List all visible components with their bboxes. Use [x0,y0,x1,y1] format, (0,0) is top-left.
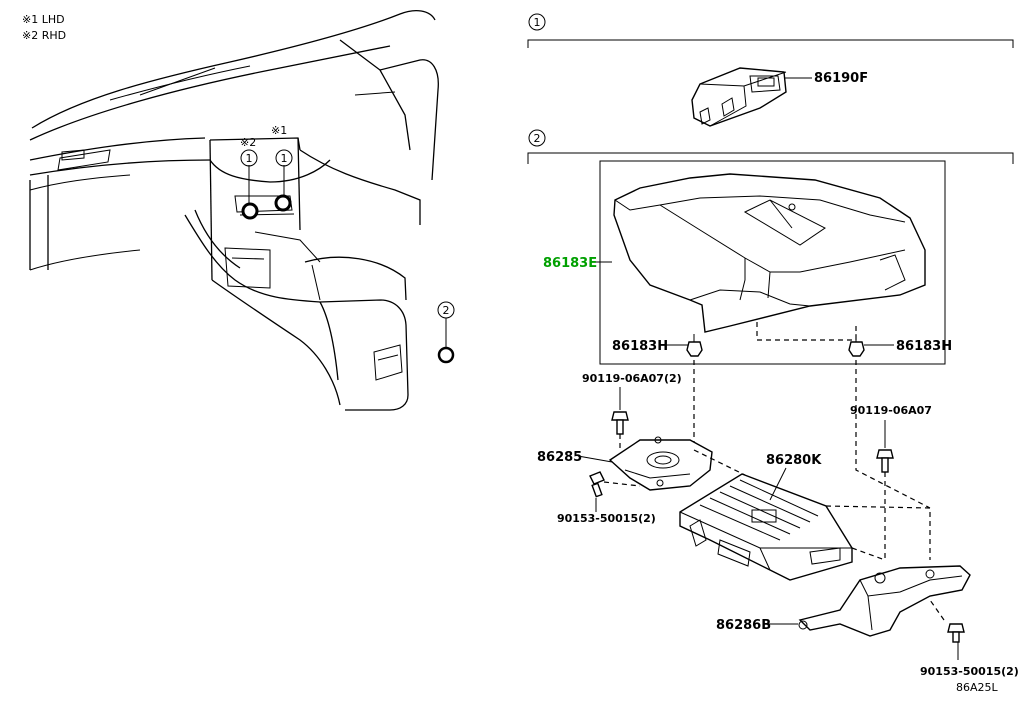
label-86183e: 86183E [543,256,597,271]
cabin-note-1: ※1 [271,124,287,137]
bolt-90153-left [589,471,605,498]
bracket-86286b-illustration [798,565,971,637]
section-1-marker: 1 [534,16,541,29]
bolt-90119-left [611,411,629,435]
cabin-callout-1-lhd: 1 [281,152,288,165]
cabin-callout-2: 2 [443,304,450,317]
cabin-note-2: ※2 [240,136,256,149]
ecu-86280k-illustration [679,473,853,581]
clip-86183h-left [686,334,703,357]
label-90153-right: 90153-50015(2) [920,665,1019,678]
cabin-illustration: 1 1 ※2 ※1 2 [29,9,455,411]
note-lhd: ※1 LHD [22,13,65,26]
label-90119-left: 90119-06A07(2) [582,372,682,385]
label-86183h-right: 86183H [896,339,952,354]
bolt-90153-right [947,623,965,643]
cover-86183e-illustration [613,173,926,333]
cabin-callout-1-rhd: 1 [246,152,253,165]
section-2: 2 86183E 86183H [527,129,1019,694]
label-86286b: 86286B [716,618,771,633]
label-90119-right: 90119-06A07 [850,404,932,417]
label-90153-left: 90153-50015(2) [557,512,656,525]
switch-86190f-illustration [691,67,787,127]
section-1: 1 86190F [527,13,1014,127]
section-2-marker: 2 [534,132,541,145]
label-86285: 86285 [537,450,582,465]
bracket-86285-illustration [608,436,713,491]
bolt-90119-right [876,449,894,473]
figure-code: 86A25L [956,681,999,694]
label-86280k: 86280K [766,453,822,468]
label-86183h-left: 86183H [612,339,668,354]
label-86190f: 86190F [814,71,868,86]
clip-86183h-right [848,334,865,357]
note-rhd: ※2 RHD [22,29,66,42]
